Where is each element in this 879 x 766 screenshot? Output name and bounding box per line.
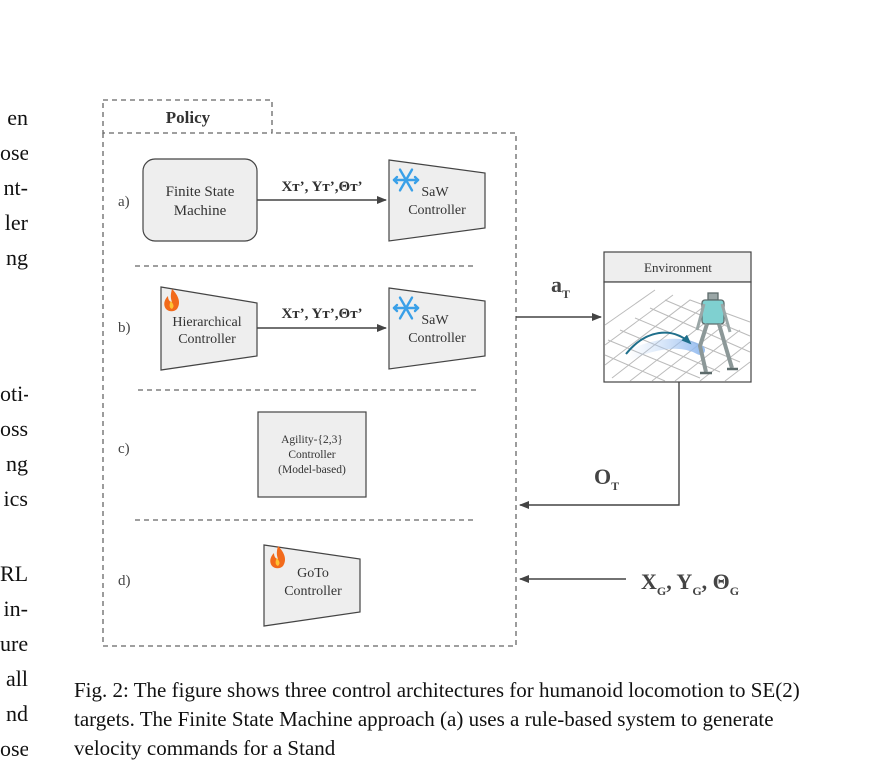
agility-line-2: Controller [288,449,335,461]
saw-controller-a [388,159,486,242]
goal-y: Y [676,569,692,594]
row-a: a) Finite State Machine Xᴛ’, Yᴛ’,Θᴛ’ SaW… [118,158,486,242]
hierarchical-line-2: Controller [178,332,236,347]
goal-x-sub: G [657,584,666,598]
goal-x: X [641,569,657,594]
control-architecture-figure: Policy a) Finite State Machine Xᴛ’, Yᴛ’,… [102,99,752,647]
goto-line-1: GoTo [297,566,329,581]
row-b-arrow-label: Xᴛ’, Yᴛ’,Θᴛ’ [281,306,362,322]
humanoid-robot-icon [695,292,738,375]
goal-theta: Θ [713,569,730,594]
text-fragment: ng [6,245,28,270]
observation-symbol: O [594,464,611,489]
saw-b-line-1: SaW [421,313,449,328]
flame-icon [164,289,180,312]
fsm-line-1: Finite State [166,184,235,200]
action-subscript: T [562,287,570,301]
observation-subscript: T [611,479,619,493]
policy-tab-label: Policy [166,108,211,127]
trajectory-arrow [625,331,692,355]
agility-line-1: Agility-{2,3} [281,434,343,446]
hierarchical-controller-box [160,286,258,371]
saw-a-line-2: Controller [408,203,466,218]
flame-icon [270,546,286,569]
environment-label: Environment [644,260,712,275]
goal-sep-1: , [666,569,676,594]
text-fragment: all [6,666,28,691]
text-fragment: ose [0,140,28,165]
text-fragment: en [7,105,28,130]
observation-label: OT [594,464,619,493]
goal-label: XG, YG, ΘG [641,569,739,598]
observation-arrow: OT [519,382,680,509]
row-d: d) GoTo Controller [118,544,361,627]
saw-b-line-2: Controller [408,331,466,346]
text-fragment: nt- [3,175,28,200]
text-fragment: oti- [0,381,28,406]
text-fragment: nd [6,701,28,726]
policy-frame: Policy [102,99,517,647]
snowflake-icon [392,296,420,320]
text-fragment: ng [6,451,28,476]
text-fragment: ure [0,631,28,656]
saw-controller-b [388,287,486,370]
text-fragment: ose [0,736,28,761]
saw-a-line-1: SaW [421,185,449,200]
trajectory-trail [623,338,705,361]
action-label: aT [551,272,570,301]
row-marker-c: c) [118,441,130,457]
text-fragment: RL [0,561,28,586]
snowflake-icon [392,168,420,192]
fsm-line-2: Machine [174,203,227,219]
agility-line-3: (Model-based) [278,464,346,476]
row-b: b) Hierarchical Controller Xᴛ’, Yᴛ’,Θᴛ’ … [118,286,486,371]
environment-panel: Environment [603,251,752,383]
text-fragment: oss [0,416,28,441]
action-arrow: aT [516,272,602,321]
agility-controller-box [257,411,367,498]
goal-sep-2: , [702,569,713,594]
row-marker-b: b) [118,320,131,336]
goto-line-2: Controller [284,584,342,599]
row-marker-a: a) [118,194,130,210]
action-symbol: a [551,272,562,297]
text-fragment: ler [4,210,28,235]
text-fragment: in- [3,596,28,621]
figure-label: Fig. 2: [74,678,129,702]
goal-y-sub: G [692,584,701,598]
finite-state-machine-box [142,158,258,242]
hierarchical-line-1: Hierarchical [172,315,241,330]
row-a-arrow-label: Xᴛ’, Yᴛ’,Θᴛ’ [281,179,362,195]
caption-text: The figure shows three control architect… [74,678,800,760]
goal-input-arrow: XG, YG, ΘG [519,569,739,598]
goal-theta-sub: G [730,584,739,598]
row-marker-d: d) [118,573,131,589]
text-fragment: ics [3,486,28,511]
goto-controller-box [263,544,361,627]
row-c: c) Agility-{2,3} Controller (Model-based… [118,411,367,498]
figure-caption: Fig. 2: The figure shows three control a… [74,676,834,763]
